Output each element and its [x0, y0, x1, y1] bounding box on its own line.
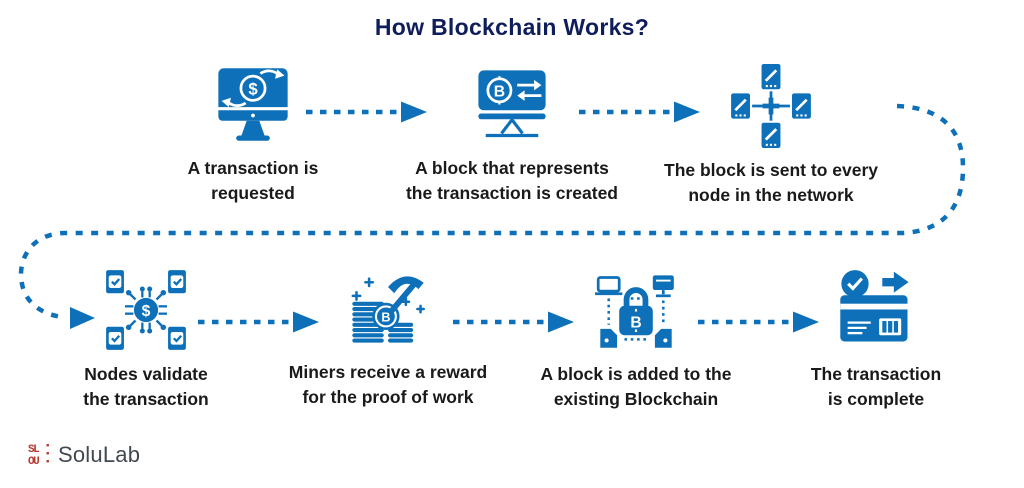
- step-block-added: B A block is added to the existing Block…: [514, 268, 758, 412]
- step-transaction-complete: The transaction is complete: [766, 268, 986, 412]
- step-block-sent-to-nodes: The block is sent to every node in the n…: [640, 64, 902, 208]
- blockchain-lock-icon: B: [594, 268, 678, 352]
- svg-text:OU: OU: [28, 456, 39, 468]
- mining-reward-icon: B: [346, 266, 430, 350]
- arrow-step6-to-step7: [695, 309, 825, 335]
- monitor-dollar-icon: $: [211, 62, 295, 146]
- step-label: The transaction is complete: [810, 364, 942, 409]
- step-label: The block is sent to every node in the n…: [664, 160, 878, 205]
- svg-text:$: $: [142, 303, 151, 320]
- card-complete-icon: [834, 268, 918, 352]
- step-label: A transaction is requested: [187, 158, 319, 203]
- svg-text:B: B: [381, 311, 390, 325]
- nodes-validate-icon: $: [104, 268, 188, 352]
- solulab-logo-text: SoluLab: [58, 441, 141, 467]
- step-miners-reward: B Miners receive a reward for the proof …: [262, 266, 514, 410]
- page-title: How Blockchain Works?: [374, 14, 650, 40]
- svg-text:B: B: [494, 84, 505, 101]
- step-label: A block is added to the existing Blockch…: [540, 364, 732, 409]
- solulab-logo-icon: SL OU: [28, 444, 49, 468]
- solulab-logo: SL OU SoluLab: [28, 441, 141, 469]
- arrow-step4-to-step5: [195, 309, 325, 335]
- step-label: Nodes validate the transaction: [83, 364, 209, 409]
- svg-text:$: $: [248, 80, 258, 99]
- svg-text:SL: SL: [28, 444, 40, 456]
- step-transaction-requested: $ A transaction is requested: [138, 62, 368, 206]
- step-nodes-validate: $: [35, 268, 257, 412]
- monitor-bitcoin-icon: B: [470, 62, 554, 146]
- arrow-step5-to-step6: [450, 309, 580, 335]
- step-label: Miners receive a reward for the proof of…: [288, 362, 488, 407]
- step-block-created: B A block that represents the transactio…: [381, 62, 643, 206]
- network-devices-icon: [729, 64, 813, 148]
- svg-text:B: B: [630, 314, 641, 331]
- step-label: A block that represents the transaction …: [405, 158, 619, 203]
